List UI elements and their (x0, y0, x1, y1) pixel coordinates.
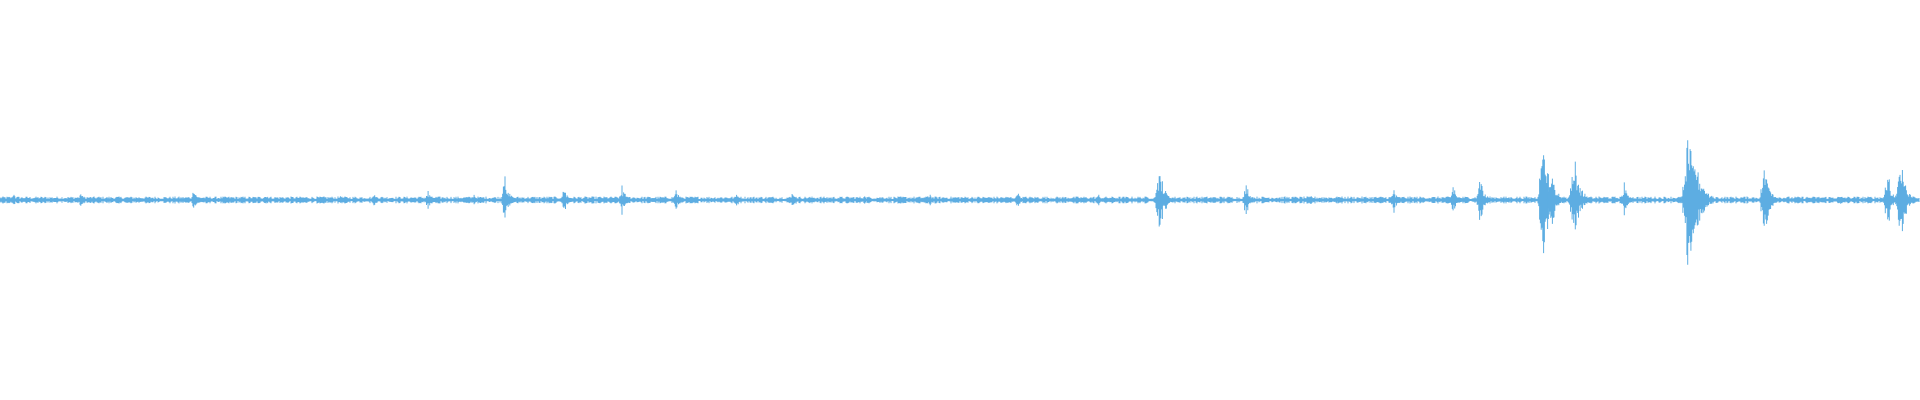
waveform-burst-4 (336, 196, 349, 203)
waveform-bursts (10, 140, 1916, 265)
waveform-burst-17 (1095, 194, 1108, 206)
waveform-burst-20 (1293, 197, 1305, 203)
waveform-burst-2 (190, 192, 204, 208)
waveform-burst-25 (1475, 182, 1493, 220)
waveform-burst-29 (1620, 182, 1636, 216)
waveform-burst-16 (1014, 193, 1028, 206)
waveform-burst-30 (1681, 140, 1713, 265)
waveform-burst-34 (1895, 170, 1916, 232)
waveform-burst-32 (1836, 197, 1849, 204)
waveform-burst-10 (618, 185, 633, 215)
waveform-burst-22 (1335, 197, 1347, 204)
waveform-burst-1 (77, 194, 91, 206)
waveform-burst-0 (10, 194, 23, 205)
waveform-burst-31 (1759, 170, 1780, 226)
waveform-burst-15 (925, 194, 939, 206)
waveform-burst-18 (1154, 176, 1175, 227)
waveform-burst-14 (861, 196, 874, 204)
waveform-burst-7 (471, 194, 484, 205)
waveform-burst-3 (261, 196, 275, 204)
waveform-burst-6 (425, 191, 439, 209)
waveform-burst-8 (500, 176, 517, 218)
waveform-burst-28 (1569, 161, 1591, 230)
waveform-burst-9 (561, 191, 575, 209)
waveform-burst-19 (1242, 185, 1258, 214)
waveform-burst-13 (790, 194, 803, 205)
waveform-burst-12 (733, 194, 747, 206)
waveform-burst-11 (672, 190, 687, 209)
waveform-burst-21 (1308, 196, 1321, 204)
waveform-burst-5 (371, 195, 384, 206)
waveform-burst-24 (1449, 187, 1464, 211)
waveform-burst-27 (1546, 178, 1566, 224)
waveform-burst-23 (1390, 190, 1405, 213)
